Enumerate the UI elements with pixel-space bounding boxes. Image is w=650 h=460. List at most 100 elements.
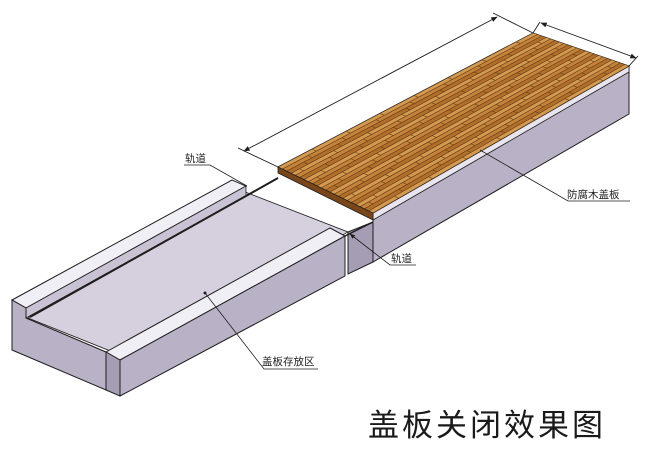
board-plank-joint xyxy=(525,91,531,94)
board-plank-joint xyxy=(500,97,505,101)
board-plank-joint xyxy=(402,182,408,185)
board-plank-joint xyxy=(520,66,526,69)
board-plank-joint xyxy=(363,173,369,176)
board-plank-joint xyxy=(432,169,438,173)
board-plank-joint xyxy=(346,164,352,168)
board-plank-joint xyxy=(436,162,442,166)
board-plank-joint xyxy=(351,193,356,196)
board-plank-joint xyxy=(503,59,509,63)
length-dimension xyxy=(243,16,498,152)
storage-section xyxy=(10,177,374,397)
board-plank-joint xyxy=(559,72,565,75)
board-plank-joint xyxy=(376,187,382,191)
diagram-caption: 盖板关闭效果图 xyxy=(368,408,606,444)
board-plank-joint xyxy=(534,78,539,82)
board-plank-joint xyxy=(499,65,504,69)
board-plank-joint xyxy=(585,66,591,69)
board-plank-joint xyxy=(324,163,330,167)
rail-lower-leader xyxy=(349,233,416,266)
board-plank-joint xyxy=(338,178,343,181)
board-plank-joint xyxy=(342,171,347,175)
board-plank-joint xyxy=(517,104,523,107)
right-section-end-face xyxy=(347,221,374,275)
board-plank-joint xyxy=(462,156,467,160)
board-plank-joint xyxy=(508,85,513,88)
board-plank-joint xyxy=(329,156,334,160)
board-plank-joint xyxy=(529,85,535,88)
board-plank-joint xyxy=(419,155,424,158)
cover-board-label: 防腐木盖板 xyxy=(567,188,620,201)
board-plank-joint xyxy=(393,160,399,164)
board-plank-joint xyxy=(521,98,527,101)
board-plank-joint xyxy=(542,66,548,69)
board-plank-joint xyxy=(385,174,390,177)
board-plank-joint xyxy=(516,72,522,75)
board-plank-joint xyxy=(410,168,416,172)
board-plank-joint xyxy=(440,156,446,159)
board-plank-joint xyxy=(316,176,322,180)
board-plank-joint xyxy=(500,130,506,134)
board-plank-joint xyxy=(546,60,552,63)
board-plank-joint xyxy=(428,176,433,179)
board-plank-joint xyxy=(303,161,309,165)
board-plank-joint xyxy=(359,179,365,183)
board-plank-joint xyxy=(398,189,403,192)
board-plank-joint xyxy=(598,78,604,81)
board-plank-joint xyxy=(350,158,356,161)
board-plank-joint xyxy=(368,201,374,205)
board-plank-joint xyxy=(529,53,534,57)
storage-rail-line xyxy=(29,195,247,318)
board-plank-joint xyxy=(397,154,403,157)
board-plank-joint xyxy=(543,98,548,101)
board-plank-joint xyxy=(607,66,612,69)
board-plank-joint xyxy=(394,195,399,199)
board-plank-joint xyxy=(547,91,552,95)
board-plank-joint xyxy=(415,161,420,165)
board-plank-joint xyxy=(372,194,378,198)
board-plank-joint xyxy=(538,72,543,75)
board-plank-joint xyxy=(372,159,377,163)
board-plank-joint xyxy=(307,155,313,158)
board-plank-joint xyxy=(515,41,521,44)
board-plank-joint xyxy=(564,66,569,69)
board-plank-joint xyxy=(512,78,518,81)
board-plank-joint xyxy=(533,47,538,50)
length-extension-right xyxy=(492,12,534,34)
board-plank-joint xyxy=(564,98,570,101)
board-plank-joint xyxy=(320,170,326,173)
board-plank-joint xyxy=(568,91,574,95)
board-plank-joint xyxy=(509,117,514,120)
board-front-edge xyxy=(277,166,374,221)
dimension-lines xyxy=(237,12,639,168)
board-plank-joint xyxy=(551,85,557,88)
board-plank-joint xyxy=(381,181,386,184)
board-plank-joint xyxy=(603,72,608,75)
board-plank-joint xyxy=(525,60,530,63)
board-plank-joint xyxy=(555,79,561,82)
board-plank-joint xyxy=(511,47,517,50)
board-plank-joint xyxy=(333,185,339,188)
cover-board-leader xyxy=(479,149,630,202)
storage-area-leader xyxy=(204,292,318,370)
board-plank-joint xyxy=(504,91,509,94)
rail-lower-label: 轨道 xyxy=(391,252,412,265)
board-plank-joint xyxy=(568,60,573,63)
width-extension-left xyxy=(532,21,541,34)
board-plank-joint xyxy=(581,72,587,75)
width-dimension xyxy=(540,22,637,59)
right-rail-line xyxy=(245,177,279,197)
board-plank-joint xyxy=(406,175,412,178)
board-plank-joint xyxy=(577,79,582,82)
storage-front-wall-end xyxy=(105,351,121,397)
board-plank-joint xyxy=(354,151,360,155)
annotations: 轨道 轨道 防腐木盖板 盖板存放区 xyxy=(184,149,630,370)
board-plank-joint xyxy=(355,186,360,190)
board-plank-joint xyxy=(513,111,518,114)
storage-area-label: 盖板存放区 xyxy=(262,355,315,368)
board-plank-joint xyxy=(573,85,578,88)
rail-upper-leader xyxy=(184,164,248,187)
board-plank-joint xyxy=(534,111,540,114)
board-plank-joint xyxy=(376,153,381,156)
board-plank-joint xyxy=(507,53,513,56)
